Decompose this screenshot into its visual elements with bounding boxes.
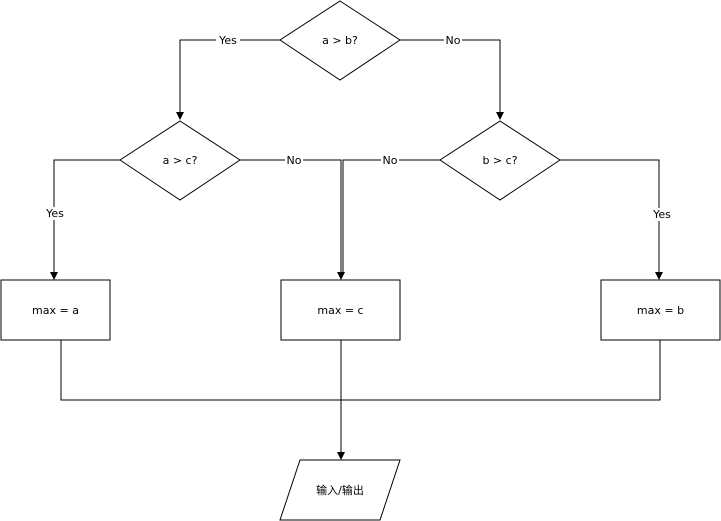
edge-bc-yes — [560, 159, 660, 274]
edge-label-ab-yes: Yes — [218, 34, 237, 47]
process-node-max-c[interactable]: max = c — [280, 279, 401, 341]
edge-max-a-merge — [60, 340, 341, 401]
edge-bc-no — [342, 159, 440, 274]
decision-node-ac[interactable]: a > c? — [119, 120, 241, 201]
edge-ac-yes — [53, 159, 120, 274]
decision-node-ac-label: a > c? — [163, 154, 198, 167]
arrowhead-bc-yes — [655, 272, 663, 280]
edge-ab-no — [400, 39, 501, 114]
arrowhead-to-output — [337, 452, 345, 460]
decision-node-bc-label: b > c? — [482, 154, 517, 167]
arrowhead-ab-no — [496, 112, 504, 120]
process-node-max-a-label: max = a — [32, 304, 79, 317]
process-node-max-c-label: max = c — [317, 304, 363, 317]
edge-max-b-merge — [341, 340, 661, 401]
edge-label-ac-no: No — [287, 154, 302, 167]
process-node-max-b[interactable]: max = b — [600, 279, 721, 341]
arrowhead-ab-yes — [176, 112, 184, 120]
decision-node-bc[interactable]: b > c? — [439, 120, 561, 201]
process-node-max-b-label: max = b — [637, 304, 684, 317]
edge-label-bc-yes: Yes — [652, 208, 671, 221]
decision-node-ab[interactable]: a > b? — [279, 0, 401, 81]
edge-label-ac-yes: Yes — [45, 207, 64, 220]
process-node-max-a[interactable]: max = a — [0, 279, 111, 341]
edge-label-ab-no: No — [446, 34, 461, 47]
io-node[interactable]: 输入/输出 — [279, 459, 401, 521]
edge-ab-yes — [179, 39, 280, 114]
edge-label-bc-no: No — [383, 154, 398, 167]
edge-ac-no — [240, 159, 342, 274]
io-node-label: 输入/输出 — [316, 483, 364, 497]
arrowhead-ac-no — [337, 272, 345, 280]
arrowhead-ac-yes — [50, 272, 58, 280]
decision-node-ab-label: a > b? — [322, 34, 358, 47]
